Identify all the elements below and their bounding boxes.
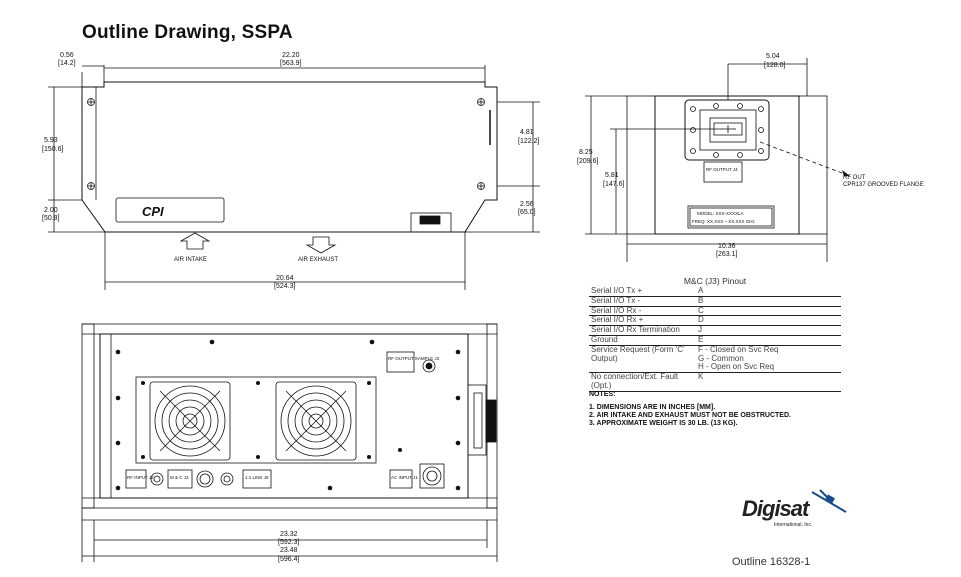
air-exhaust-icon (305, 236, 337, 254)
dim-text: [209.6] (577, 158, 598, 165)
dim-text: 8.25 (579, 149, 593, 156)
air-intake-label: AIR INTAKE (174, 257, 207, 263)
top-view (48, 65, 540, 290)
rf-out-label: CPR137 GROOVED FLANGE (843, 182, 924, 188)
table-row: Ground E (589, 335, 841, 346)
dim-text: [128.0] (764, 62, 785, 69)
connector-label: 1:1 LINK J6 (245, 475, 269, 480)
digisat-logo: Digisat International, Inc. (742, 488, 852, 533)
dim-text: 4.81 (520, 129, 534, 136)
pin-name: Serial I/O Tx + (589, 286, 696, 297)
pin-value-line: G - Common (698, 353, 744, 363)
pin-value-line: H - Open on Svc Req (698, 362, 775, 372)
connector-label: M & C J3 (170, 475, 189, 480)
model-label: MODEL: XXX-XXXXLA (697, 211, 744, 216)
dim-text: [150.6] (42, 146, 63, 153)
dim-text: [65.0] (518, 209, 536, 216)
rf-out-label: RF OUT (843, 175, 866, 181)
dim-text: [263.1] (716, 251, 737, 258)
connector-label: AC INPUT J1 (391, 475, 418, 480)
table-row: Service Request (Form ‘C’ Output) F - Cl… (589, 344, 841, 374)
air-exhaust-label: AIR EXHAUST (298, 257, 338, 263)
pin-value: B (696, 296, 841, 307)
dim-text: [592.3] (278, 539, 299, 546)
pin-value: F - Closed on Svc Req G - Common H - Ope… (696, 344, 841, 374)
air-intake-icon (179, 232, 211, 250)
dim-text: 10.36 (718, 243, 736, 250)
pin-value: A (696, 286, 841, 297)
dim-text: 5.81 (605, 172, 619, 179)
pin-value: C (696, 306, 841, 317)
table-row: Serial I/O Rx + D (589, 316, 841, 327)
freq-label: FREQ: XX.XXX – XX.XXX GHz (692, 219, 756, 224)
dim-text: [524.3] (274, 283, 295, 290)
dim-text: [50.8] (42, 215, 60, 222)
table-row: No connection/Ext. Fault (Opt.) K (589, 372, 841, 392)
pin-name: Serial I/O Tx - (589, 296, 696, 307)
connector-label: RF OUTPUT SAMPLE J3 (388, 356, 440, 361)
pin-name: Serial I/O Rx - (589, 306, 696, 317)
dim-text: 5.04 (766, 53, 780, 60)
dim-text: 22.20 (282, 52, 300, 59)
page-title: Outline Drawing, SSPA (82, 22, 293, 43)
pinout-title: M&C (J3) Pinout (683, 276, 747, 286)
note-item: 3. APPROXIMATE WEIGHT IS 30 LB. (13 KG). (589, 420, 738, 427)
note-item: 2. AIR INTAKE AND EXHAUST MUST NOT BE OB… (589, 412, 791, 419)
dim-text: [147.6] (603, 181, 624, 188)
pin-value: K (696, 372, 841, 392)
table-row: Serial I/O Rx Termination J (589, 325, 841, 336)
dim-text: 0.56 (60, 52, 74, 59)
table-row: Serial I/O Rx - C (589, 306, 841, 317)
dim-text: 2.00 (44, 207, 58, 214)
notes-heading: NOTES: (589, 391, 616, 398)
pin-name: No connection/Ext. Fault (Opt.) (589, 372, 696, 392)
note-item: 1. DIMENSIONS ARE IN INCHES [MM]. (589, 404, 716, 411)
logo-subtext: International, Inc. (774, 522, 813, 528)
connector-label: RF INPUT J2 (127, 475, 154, 480)
dim-text: 20.64 (276, 275, 294, 282)
dim-text: 23.32 (280, 531, 298, 538)
dim-text: [14.2] (58, 60, 76, 67)
outline-number: Outline 16328-1 (732, 556, 811, 568)
dim-text: 5.93 (44, 137, 58, 144)
panel-screw-icon (115, 339, 461, 491)
dim-text: 2.56 (520, 201, 534, 208)
flange-bolt-icon (690, 103, 764, 158)
pin-value-line: F - Closed on Svc Req (698, 344, 779, 354)
pin-value: J (696, 325, 841, 336)
notes-section: NOTES: 1. DIMENSIONS ARE IN INCHES [MM].… (589, 391, 849, 428)
dim-text: [122.2] (518, 138, 539, 145)
logo-text: Digisat (742, 496, 809, 521)
rf-output-j4-label: RF OUTPUT J4 (706, 167, 738, 172)
pin-name: Service Request (Form ‘C’ Output) (589, 345, 696, 374)
cpi-logo: CPI (142, 204, 164, 219)
satellite-icon (811, 489, 847, 513)
pin-value: D (696, 316, 841, 327)
pin-value: E (696, 335, 841, 346)
pin-name: Serial I/O Rx + (589, 316, 696, 327)
pin-name: Ground (589, 335, 696, 346)
dim-text: 23.48 (280, 547, 298, 554)
dim-text: [596.4] (278, 556, 299, 563)
mount-hole-icon (87, 98, 485, 190)
dim-text: [563.9] (280, 60, 301, 67)
fan-icon (275, 381, 357, 461)
table-row: Serial I/O Tx + A (589, 286, 841, 297)
pin-name: Serial I/O Rx Termination (589, 325, 696, 336)
side-view (585, 58, 851, 262)
front-view (81, 323, 498, 562)
fan-icon (149, 381, 231, 461)
table-row: Serial I/O Tx - B (589, 296, 841, 307)
pinout-table: M&C (J3) Pinout Serial I/O Tx + A Serial… (589, 276, 841, 392)
